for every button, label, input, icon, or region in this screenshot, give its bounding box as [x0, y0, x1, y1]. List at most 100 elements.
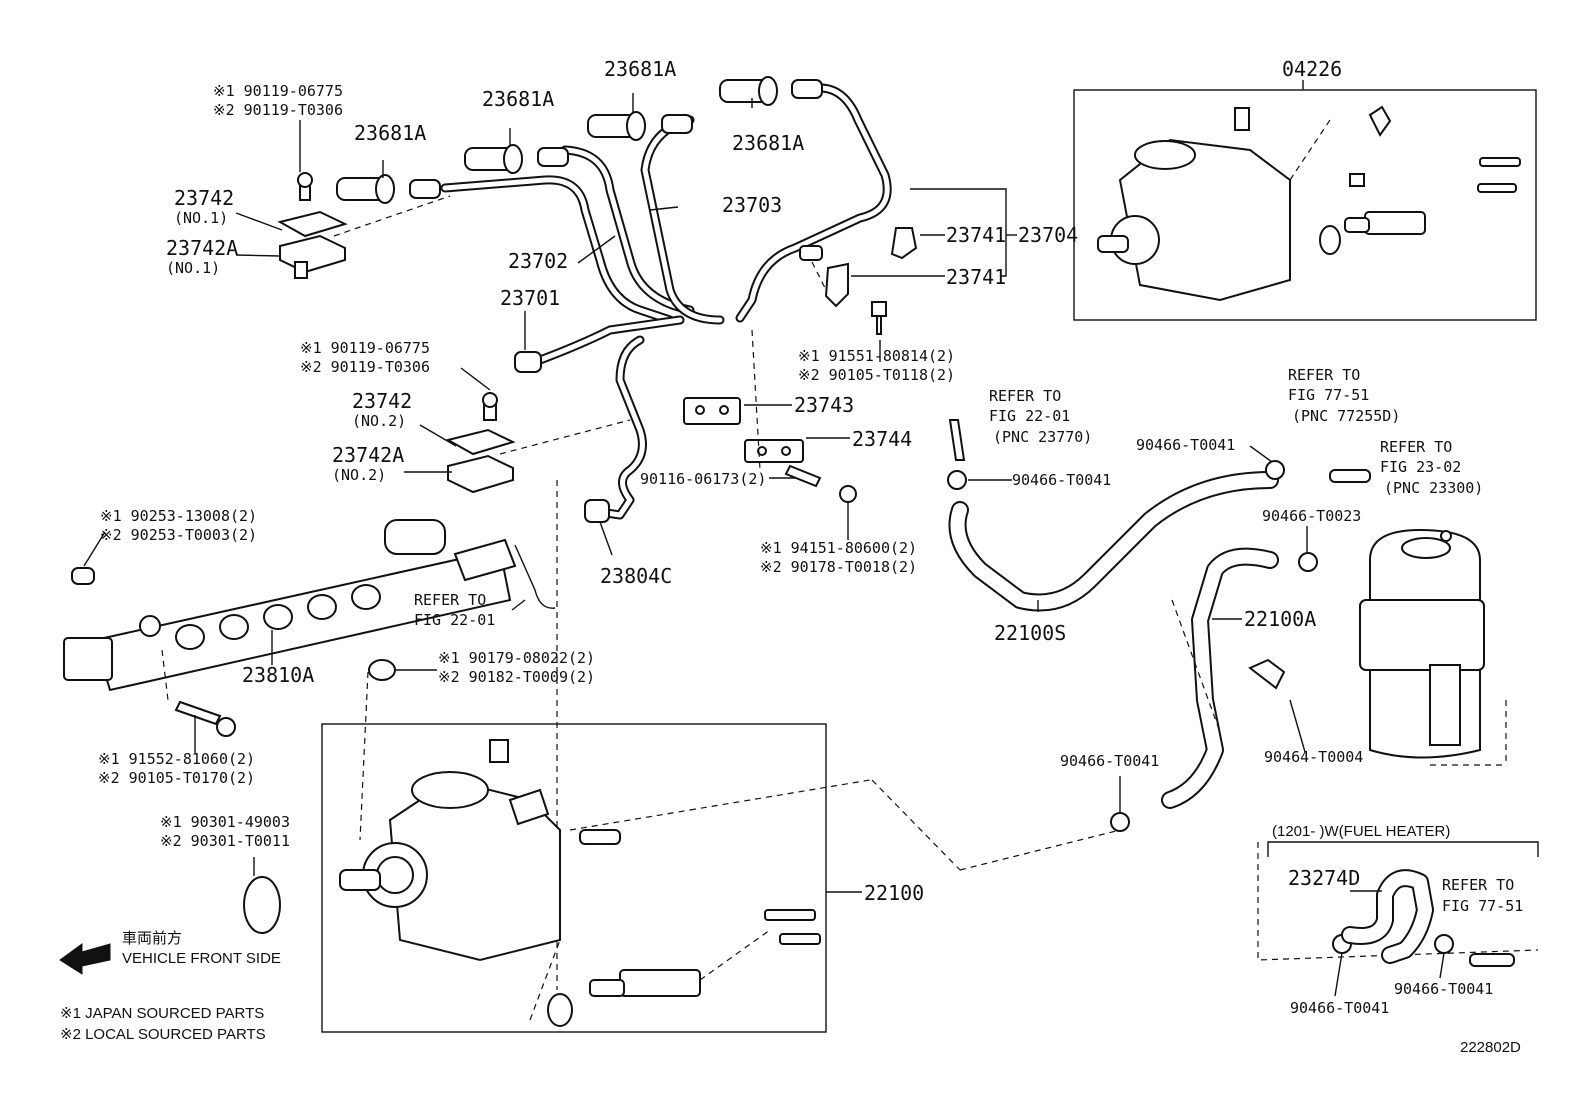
- label-diagram-id: 222802D: [1460, 1039, 1521, 1056]
- label-23701: 23701: [500, 286, 560, 310]
- label-front-jp: 車両前方: [122, 930, 182, 947]
- label-23681A-2: 23681A: [482, 87, 554, 111]
- label-90253-13008: ※1 90253-13008(2): [100, 507, 257, 525]
- box-fuel-heater: [1267, 841, 1539, 857]
- label-90116: 90116-06173(2): [640, 470, 766, 488]
- label-22100S: 22100S: [994, 621, 1066, 645]
- label-90105-T0118: ※2 90105-T0118(2): [798, 366, 955, 384]
- clamp-23743: [683, 397, 741, 425]
- label-91552: ※1 91552-81060(2): [98, 750, 255, 768]
- label-90301-T0011: ※2 90301-T0011: [160, 832, 290, 850]
- label-04226: 04226: [1282, 57, 1342, 81]
- label-refer-2302-2: FIG 23-02: [1380, 458, 1461, 476]
- label-note1: ※1 JAPAN SOURCED PARTS: [60, 1005, 264, 1022]
- label-90466-T0041-c: 90466-T0041: [1060, 752, 1159, 770]
- label-23741-b: 23741: [946, 265, 1006, 289]
- o-ring-90301: [243, 876, 281, 934]
- label-90301-49003: ※1 90301-49003: [160, 813, 290, 831]
- label-90466-T0023: 90466-T0023: [1262, 507, 1361, 525]
- pipe-nuts: [336, 76, 823, 523]
- label-no1-a: (NO.1): [174, 209, 228, 227]
- label-90466-T0041-e: 90466-T0041: [1290, 999, 1389, 1017]
- label-90178: ※2 90178-T0018(2): [760, 558, 917, 576]
- label-23681A-3: 23681A: [604, 57, 676, 81]
- clamp-no2: [445, 392, 516, 494]
- label-23742A-b: 23742A: [332, 443, 404, 467]
- label-refer-7751-a-1: REFER TO: [1288, 366, 1360, 384]
- nut-94151: [839, 485, 857, 503]
- label-23804C: 23804C: [600, 564, 672, 588]
- box-04226: [1073, 89, 1537, 321]
- label-fuel-heater-range: (1201- )W(FUEL HEATER): [1272, 823, 1450, 840]
- label-22100: 22100: [864, 881, 924, 905]
- box-22100: [321, 723, 827, 1033]
- label-90466-T0041-a: 90466-T0041: [1012, 471, 1111, 489]
- label-90105-T0170: ※2 90105-T0170(2): [98, 769, 255, 787]
- label-23810A: 23810A: [242, 663, 314, 687]
- label-no2-a: (NO.2): [352, 412, 406, 430]
- bolt-91551: [871, 301, 887, 335]
- label-22100A: 22100A: [1244, 607, 1316, 631]
- hose-22100A: [1161, 547, 1279, 809]
- label-note2: ※2 LOCAL SOURCED PARTS: [60, 1026, 266, 1043]
- refer-pipes: [948, 419, 1515, 967]
- label-23681A-4: 23681A: [732, 131, 804, 155]
- sensor-connector: [514, 544, 556, 609]
- label-23703: 23703: [722, 193, 782, 217]
- stud-90116: [784, 464, 822, 488]
- label-91551: ※1 91551-80814(2): [798, 347, 955, 365]
- label-refer-7751-a-3: (PNC 77255D): [1292, 407, 1400, 425]
- label-90464-T0004: 90464-T0004: [1264, 748, 1363, 766]
- label-90179: ※1 90179-08022(2): [438, 649, 595, 667]
- label-23742A-a: 23742A: [166, 236, 238, 260]
- label-94151: ※1 94151-80600(2): [760, 539, 917, 557]
- label-no2-b: (NO.2): [332, 466, 386, 484]
- injection-pipes: [440, 83, 892, 520]
- nut-90179: [368, 659, 396, 681]
- label-refer-7751-b-2: FIG 77-51: [1442, 897, 1523, 915]
- label-refer-7751-a-2: FIG 77-51: [1288, 386, 1369, 404]
- label-23741-a: 23741: [946, 223, 1006, 247]
- label-90182: ※2 90182-T0009(2): [438, 668, 595, 686]
- label-23702: 23702: [508, 249, 568, 273]
- label-23681A-1: 23681A: [354, 121, 426, 145]
- hose-22100S: [948, 471, 1279, 612]
- fuel-filter: [1359, 528, 1485, 759]
- label-23742-b: 23742: [352, 389, 412, 413]
- label-refer-2201-b-2: FIG 22-01: [414, 611, 495, 629]
- label-no1-b: (NO.1): [166, 259, 220, 277]
- clamp-no1: [277, 172, 348, 279]
- label-refer-2302-3: (PNC 23300): [1384, 479, 1483, 497]
- bracket-23741: [824, 227, 918, 308]
- label-90253-T0003: ※2 90253-T0003(2): [100, 526, 257, 544]
- supply-pump-22100: [339, 739, 621, 962]
- label-refer-2302-1: REFER TO: [1380, 438, 1452, 456]
- label-90119-06775-a: ※1 90119-06775: [213, 82, 343, 100]
- label-23704: 23704: [1018, 223, 1078, 247]
- label-23743: 23743: [794, 393, 854, 417]
- label-23744: 23744: [852, 427, 912, 451]
- clamp-23744: [744, 439, 804, 463]
- label-90119-T0306-a: ※2 90119-T0306: [213, 101, 343, 119]
- hose-23274D: [1341, 869, 1434, 964]
- label-refer-2201-a-1: REFER TO: [989, 387, 1061, 405]
- label-front-en: VEHICLE FRONT SIDE: [122, 950, 281, 967]
- label-90119-06775-b: ※1 90119-06775: [300, 339, 430, 357]
- label-refer-7751-b-1: REFER TO: [1442, 876, 1514, 894]
- label-refer-2201-a-3: (PNC 23770): [993, 428, 1092, 446]
- label-90119-T0306-b: ※2 90119-T0306: [300, 358, 430, 376]
- suction-control-valve: [547, 909, 821, 1027]
- label-90466-T0041-d: 90466-T0041: [1394, 980, 1493, 998]
- label-23274D: 23274D: [1288, 866, 1360, 890]
- supply-pump-04226: [1097, 105, 1521, 302]
- front-arrow-icon: [59, 943, 111, 975]
- label-23742-a: 23742: [174, 186, 234, 210]
- bolt-91552: [174, 700, 236, 737]
- common-rail-23810A: [63, 519, 517, 692]
- label-refer-2201-a-2: FIG 22-01: [989, 407, 1070, 425]
- label-90466-T0041-b: 90466-T0041: [1136, 436, 1235, 454]
- hose-clips: [947, 460, 1454, 954]
- label-refer-2201-b-1: REFER TO: [414, 591, 486, 609]
- plug-90253: [71, 567, 95, 585]
